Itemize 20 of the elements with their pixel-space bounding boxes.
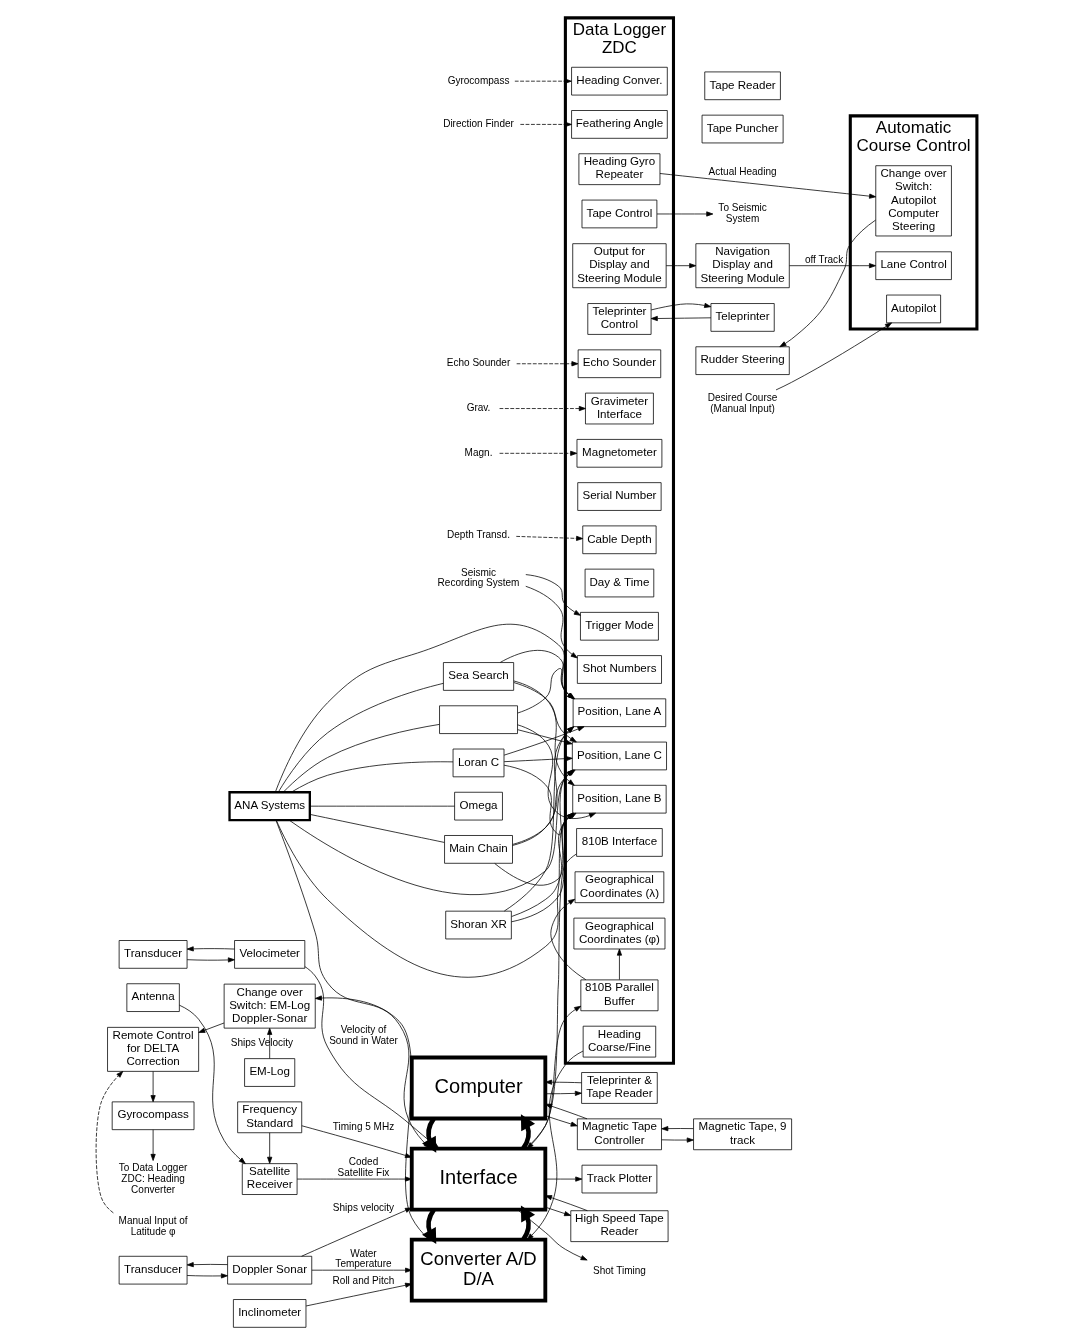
edge-label: Coded Satellite Fix: [337, 1156, 390, 1179]
node-text: Desired Course (Manual Input): [707, 392, 778, 414]
edge-label: Velocity of Sound in Water: [329, 1024, 398, 1047]
node-text: To Seismic System: [718, 202, 767, 224]
node-text: Gyrocompass: [447, 74, 510, 86]
edge-label: Timing 5 MHz: [332, 1120, 395, 1132]
node-text: Seismic Recording System: [437, 566, 520, 589]
node-text: To Data Logger ZDC: Heading Converter: [118, 1161, 188, 1195]
node-text: Shot Timing: [592, 1264, 646, 1276]
edge-label: Actual Heading: [708, 165, 777, 177]
node-text: Magn.: [464, 446, 493, 458]
edge-label: Roll and Pitch: [332, 1274, 395, 1286]
edge-label: Ships velocity: [332, 1202, 395, 1214]
edge-label: Water Temperature: [335, 1247, 392, 1270]
node-text: Depth Transd.: [447, 528, 510, 540]
node-text: Direction Finder: [443, 118, 514, 130]
node-text: Echo Sounder: [446, 357, 511, 369]
node-text: Grav.: [466, 402, 491, 414]
node-text: Manual Input of Latitude φ: [118, 1215, 188, 1237]
edge-label: off Track: [804, 253, 844, 265]
